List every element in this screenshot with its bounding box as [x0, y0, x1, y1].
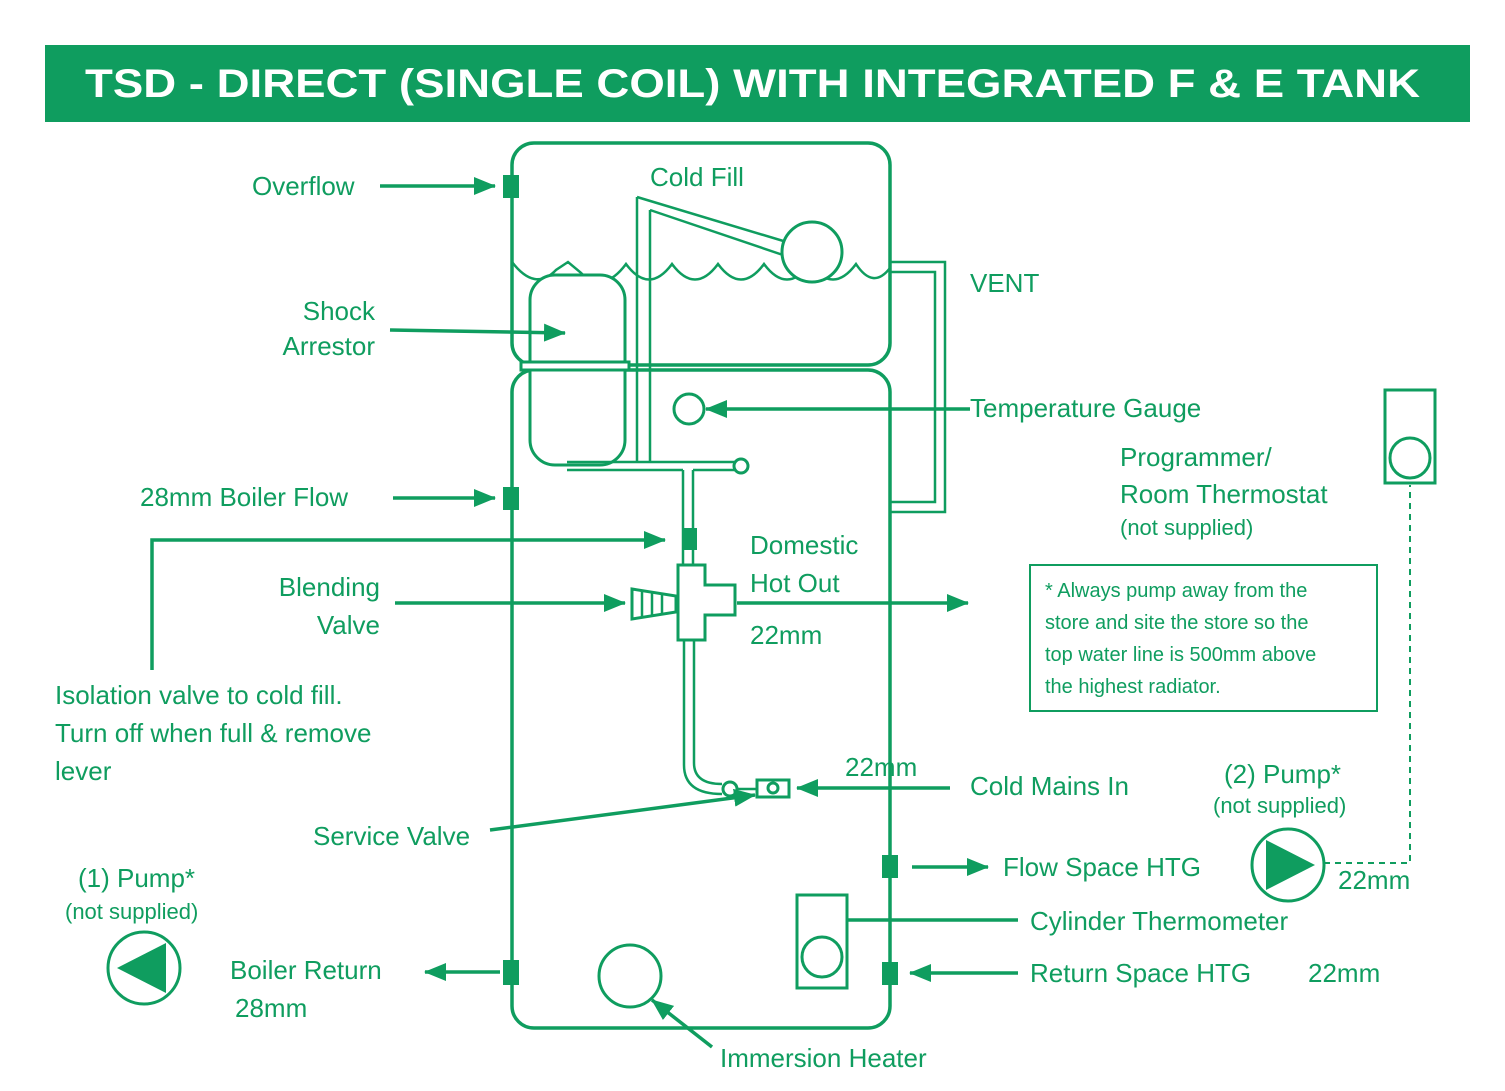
service-valve-label: Service Valve	[313, 821, 470, 851]
immersion-heater-arrow	[650, 998, 714, 1049]
thermal-store-cylinder	[510, 368, 892, 1030]
pump-1-arrow-icon	[117, 943, 166, 993]
pump-2-label: (2) Pump*	[1224, 759, 1341, 789]
title-banner	[45, 45, 1470, 122]
cold-fill-label: Cold Fill	[650, 162, 744, 192]
mains-pipe-inner	[692, 640, 723, 786]
pump-2-arrow-icon	[1266, 840, 1315, 890]
note-line-1: * Always pump away from the	[1045, 580, 1307, 602]
blending-valve-knob	[630, 587, 678, 621]
pump-1-note: (not supplied)	[65, 899, 198, 924]
cold-mains-size: 22mm	[845, 752, 917, 782]
return-space-htg-label: Return Space HTG	[1030, 958, 1251, 988]
blending-valve-label-2: Valve	[317, 610, 380, 640]
vent-pipe-inner	[890, 270, 937, 504]
cold-mains-in-label: Cold Mains In	[970, 771, 1129, 801]
boiler-return-size: 28mm	[235, 993, 307, 1023]
service-valve-port	[766, 781, 780, 795]
isolation-valve-arrow	[150, 531, 666, 670]
isolation-valve-label-1: Isolation valve to cold fill.	[55, 680, 343, 710]
return-space-size: 22mm	[1308, 958, 1380, 988]
note-box	[1029, 564, 1378, 712]
programmer-label-1: Programmer/	[1120, 442, 1272, 472]
immersion-heater-label: Immersion Heater	[720, 1043, 927, 1073]
domestic-hot-out-size: 22mm	[750, 620, 822, 650]
cylinder-thermometer-label: Cylinder Thermometer	[1030, 906, 1289, 936]
pump-2-note: (not supplied)	[1213, 793, 1346, 818]
overflow-connector	[503, 175, 519, 198]
blending-valve-label-1: Blending	[279, 572, 380, 602]
pipe-end-cap	[732, 457, 750, 475]
programmer-label-2: Room Thermostat	[1120, 479, 1328, 509]
float-arm-top	[636, 195, 791, 245]
page-title: TSD - DIRECT (SINGLE COIL) WITH INTEGRAT…	[85, 62, 1420, 106]
shock-arrestor-collar	[519, 360, 631, 372]
flow-space-connector	[882, 855, 898, 878]
isolation-valve	[682, 528, 697, 550]
mains-pipe-outer	[682, 640, 723, 796]
pump-1-label: (1) Pump*	[78, 863, 195, 893]
boiler-flow-label: 28mm Boiler Flow	[140, 482, 348, 512]
domestic-hot-out-label-2: Hot Out	[750, 568, 840, 598]
domestic-hot-out-label-1: Domestic	[750, 530, 858, 560]
boiler-return-label: Boiler Return	[230, 955, 382, 985]
service-valve-arrow	[489, 788, 756, 832]
blending-valve-body	[676, 563, 737, 642]
note-line-3: top water line is 500mm above	[1045, 644, 1316, 666]
mains-pipe-joint	[721, 780, 739, 798]
immersion-heater	[597, 943, 663, 1009]
isolation-valve-label-2: Turn off when full & remove	[55, 718, 371, 748]
temperature-gauge-label: Temperature Gauge	[970, 393, 1201, 423]
boiler-return-connector	[503, 960, 519, 985]
note-line-4: the highest radiator.	[1045, 676, 1221, 698]
shock-arrestor-label-2: Arrestor	[283, 331, 376, 361]
shock-arrestor-label-1: Shock	[303, 296, 376, 326]
float-ball	[780, 220, 844, 284]
temperature-gauge	[672, 392, 706, 426]
float-arm-bottom	[649, 208, 787, 258]
flow-space-htg-label: Flow Space HTG	[1003, 852, 1201, 882]
isolation-valve-label-3: lever	[55, 756, 112, 786]
vent-pipe-outer	[890, 260, 947, 514]
overflow-label: Overflow	[252, 171, 355, 201]
boiler-flow-connector	[503, 487, 519, 510]
cylinder-thermometer-dial	[800, 935, 844, 979]
note-line-2: store and site the store so the	[1045, 612, 1309, 634]
blending-valve-knob-grip	[640, 591, 664, 617]
programmer-note: (not supplied)	[1120, 515, 1253, 540]
vent-label: VENT	[970, 268, 1039, 298]
shock-arrestor-arrow	[389, 323, 566, 342]
pump-2-size: 22mm	[1338, 865, 1410, 895]
return-space-connector	[882, 962, 898, 985]
feed-expansion-tank	[510, 141, 892, 367]
programmer-dial	[1388, 436, 1432, 480]
